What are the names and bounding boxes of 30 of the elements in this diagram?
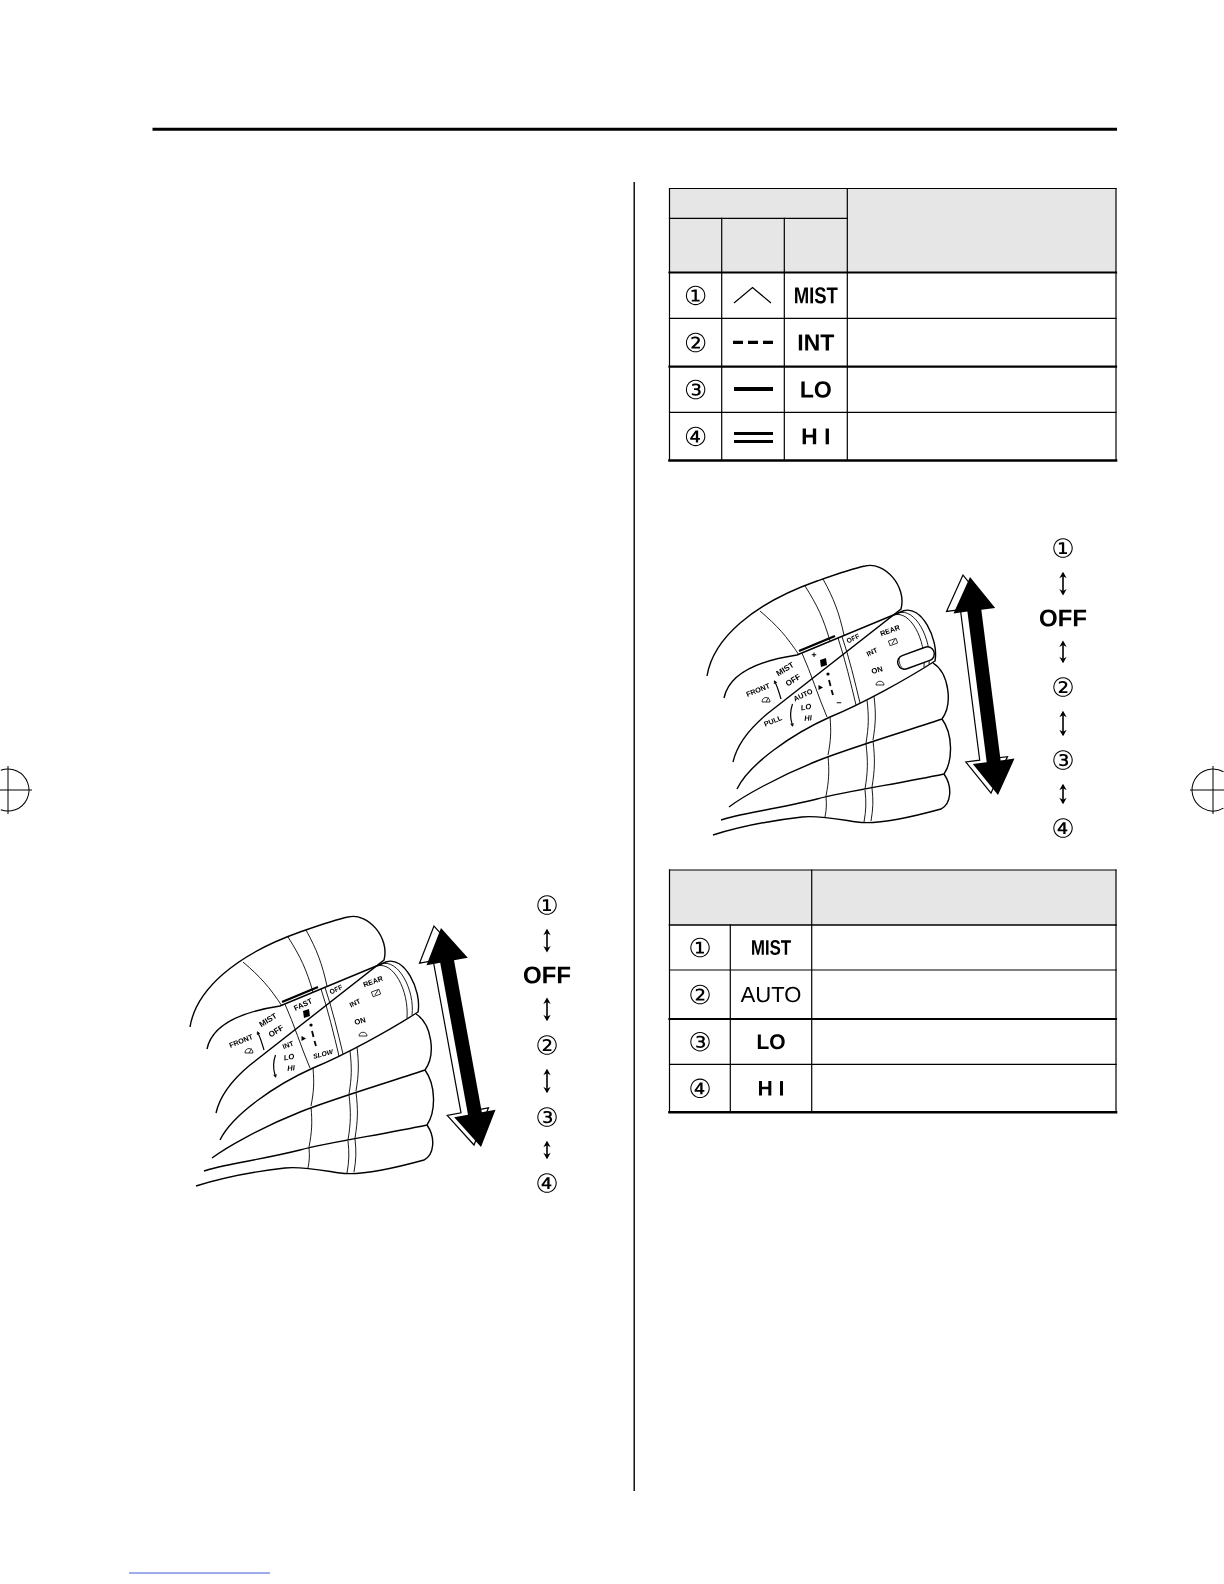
mode-label: H I [759,1081,783,1096]
lever-label: − [836,702,842,704]
lever-label: OFF [785,673,800,686]
position-label: OFF [524,966,571,984]
lever-label: OFF [268,1024,283,1037]
mode-label: H I [802,428,829,445]
mode-label: MIST [752,940,791,955]
position-number: ④ [1053,818,1073,838]
mode-label: MIST [795,287,838,304]
position-number: ④ [690,1078,710,1099]
position-number: ③ [1053,750,1073,770]
position-number: ④ [537,1173,557,1193]
mode-label: INT [798,334,835,351]
position-number: ① [690,937,710,958]
position-number: ① [1053,538,1073,558]
mode-label: LO [757,1034,785,1050]
position-number: ② [1053,677,1073,697]
mode-label: LO [801,381,831,398]
lever-label: + [811,652,817,657]
position-label: OFF [1040,609,1087,627]
position-number: ③ [690,1032,710,1052]
position-number: ② [537,1035,557,1055]
position-number: ① [685,285,706,306]
position-number: ② [690,984,710,1005]
position-number: ④ [685,426,706,447]
position-number: ③ [537,1107,557,1127]
mode-label: AUTO [740,986,801,1003]
position-number: ① [537,895,557,915]
position-number: ② [685,332,706,353]
position-number: ③ [685,379,706,400]
